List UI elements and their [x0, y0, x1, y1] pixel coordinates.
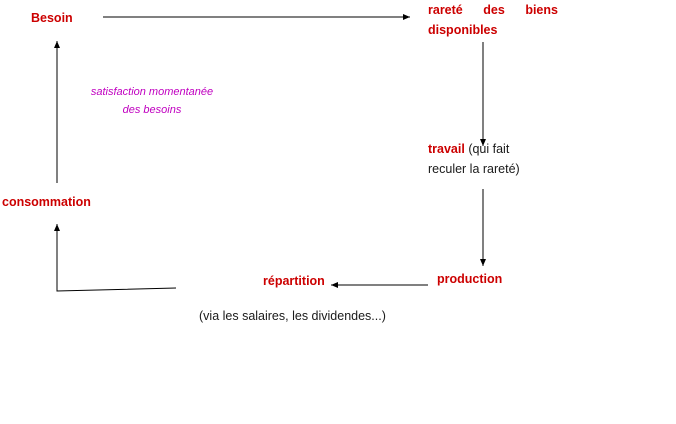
rarete-line2: disponibles [428, 23, 498, 37]
rarete-line1: rareté des biens [428, 0, 558, 20]
node-travail: travail (qui fait reculer la rareté) [428, 139, 520, 179]
satisfaction-line2: des besoins [122, 104, 182, 116]
rarete-word-1: rareté [428, 3, 463, 17]
node-consommation: consommation [2, 195, 91, 209]
travail-line1: travail (qui fait [428, 139, 520, 159]
rarete-word-3: biens [525, 3, 558, 17]
arrow-repartition-to-consommation [54, 224, 177, 292]
node-production: production [437, 272, 503, 286]
node-repartition: répartition [263, 274, 325, 288]
node-besoin: Besoin [31, 11, 73, 25]
satisfaction-note: satisfaction momentanée des besoins [72, 83, 232, 119]
rarete-word-2: des [483, 3, 505, 17]
satisfaction-line1: satisfaction momentanée [90, 86, 214, 98]
travail-bold: travail [428, 142, 465, 156]
repartition-note: (via les salaires, les dividendes...) [199, 309, 386, 323]
travail-rest: (qui fait [464, 142, 510, 156]
travail-line2: reculer la rareté) [428, 162, 520, 176]
node-rarete: rareté des biens disponibles [428, 0, 558, 40]
